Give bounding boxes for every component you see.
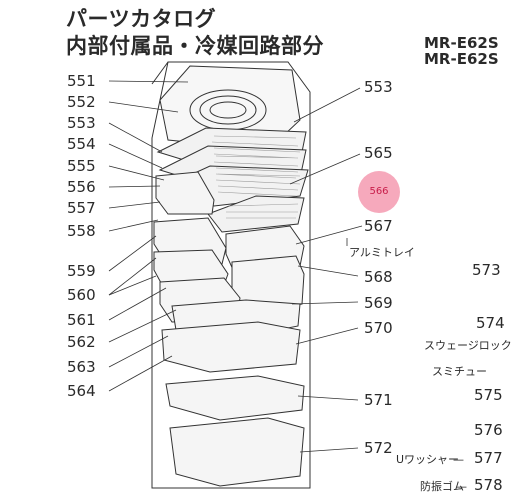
part-label: 553 [364,78,393,96]
part-label: 562 [67,333,96,351]
part-label: 574 [476,314,505,332]
part-label: 564 [67,382,96,400]
part-label: 570 [364,319,393,337]
model-number-1: MR-E62S [424,34,499,52]
part-label: 554 [67,135,96,153]
swage-lock-note: スウェージロック [424,339,512,352]
highlight-badge-566[interactable]: 566 [358,171,400,213]
part-label: 561 [67,311,96,329]
exploded-parts-diagram [108,61,363,489]
part-label: 572 [364,439,393,457]
part-label: 577 [474,449,503,467]
top-panel [159,65,301,151]
part-label: 563 [67,358,96,376]
part-label: 553 [67,114,96,132]
catalog-title: パーツカタログ [66,7,217,31]
vibration-rubber-note: 防振ゴム [420,480,464,493]
model-number-2: MR-E62S [424,50,499,68]
part-label: 571 [364,391,393,409]
part-label: 551 [67,72,96,90]
catalog-subtitle: 内部付属品・冷媒回路部分 [66,34,324,58]
part-label: 560 [67,286,96,304]
part-label: 552 [67,93,96,111]
part-label: 567 [364,217,393,235]
part-label: 568 [364,268,393,286]
part-label: 573 [472,261,501,279]
sumi-tube-note: スミチュー [432,365,487,378]
drawer-571 [165,375,305,421]
u-washer-note: Uワッシャー [396,453,460,466]
part-label: 558 [67,222,96,240]
drawer-556 [155,171,215,215]
part-label: 556 [67,178,96,196]
drawer-572 [169,417,305,487]
part-label: 578 [474,476,503,494]
part-label: 557 [67,199,96,217]
part-label: 555 [67,157,96,175]
part-label: 559 [67,262,96,280]
shelf-566 [207,195,305,233]
part-label: 565 [364,144,393,162]
drawer-570 [161,321,301,373]
part-label: 575 [474,386,503,404]
part-label: 576 [474,421,503,439]
u-washer-leader: — [453,453,464,466]
part-label: 569 [364,294,393,312]
vibration-rubber-leader: — [456,480,467,493]
aluminum-tray-note: アルミトレイ [349,246,415,259]
